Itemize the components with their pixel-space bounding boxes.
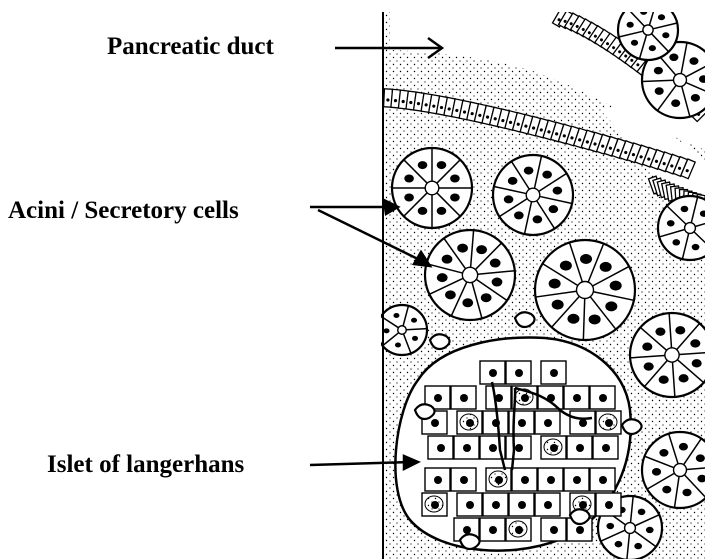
islet-cell [483, 493, 508, 516]
islet-cell [457, 493, 482, 516]
islet-cell [506, 361, 531, 384]
islet-cell [541, 518, 566, 541]
islet-cell [567, 436, 592, 459]
islet-cell [564, 386, 589, 409]
acinus [493, 155, 573, 235]
islet-cell [422, 493, 447, 516]
islet-cell [451, 468, 476, 491]
islet-cell [483, 411, 508, 434]
islet-cell [480, 518, 505, 541]
islet-cell [451, 386, 476, 409]
islet-cell [506, 518, 531, 541]
islet-cell [596, 493, 621, 516]
islet-cell [541, 361, 566, 384]
acinus [392, 148, 472, 228]
islet-cell [538, 468, 563, 491]
islet-cell [486, 386, 511, 409]
islet-cell [512, 468, 537, 491]
tissue-section [377, 0, 705, 559]
islet-cell [590, 468, 615, 491]
islet-cell [596, 411, 621, 434]
islet-cell [590, 386, 615, 409]
acinus [377, 305, 427, 355]
islet-cell [506, 436, 531, 459]
acinus [425, 230, 515, 320]
acinus [535, 240, 635, 340]
islet-cell [457, 411, 482, 434]
acinus [642, 432, 705, 508]
islet-cell [570, 411, 595, 434]
islet-cell [454, 436, 479, 459]
islet-cell [535, 411, 560, 434]
acinus [630, 313, 705, 397]
islet-cell [535, 493, 560, 516]
acinus [618, 0, 678, 60]
islet-cell [480, 361, 505, 384]
islet-cell [541, 436, 566, 459]
islet-cell [486, 468, 511, 491]
islet-cell [509, 493, 534, 516]
islet-cell [564, 468, 589, 491]
islet-label: Islet of langerhans [47, 452, 244, 477]
islet-cell [593, 436, 618, 459]
islet-cell [428, 436, 453, 459]
islet-cell [425, 468, 450, 491]
pancreatic-duct-label: Pancreatic duct [107, 34, 274, 59]
acini-label: Acini / Secretory cells [8, 198, 239, 223]
